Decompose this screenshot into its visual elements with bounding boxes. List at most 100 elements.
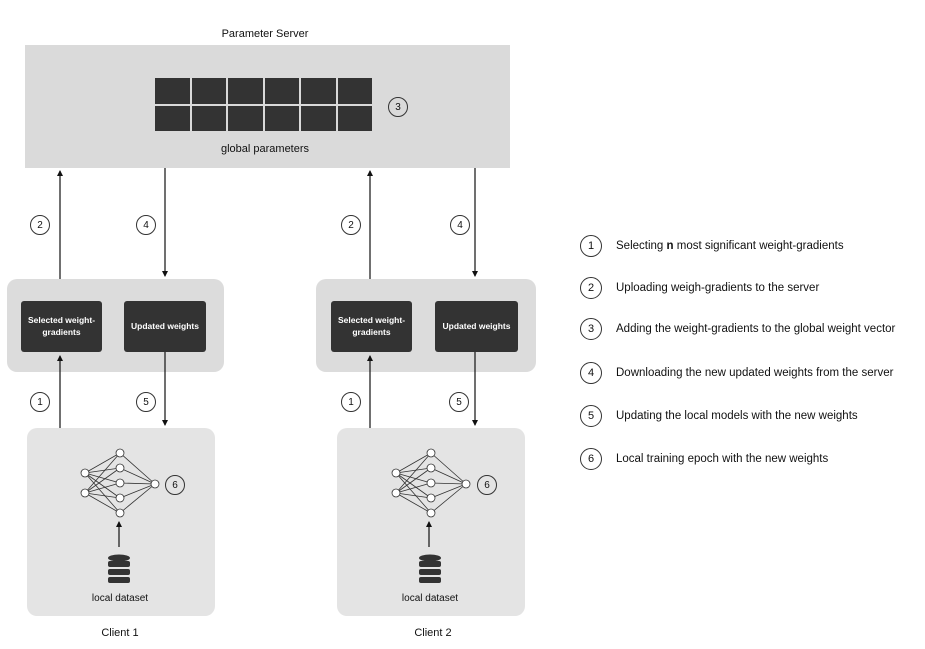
client-2-dataset-label: local dataset [401,593,459,604]
param-cell [155,78,190,104]
client-2-update-step: 5 [449,392,469,412]
param-cell [228,78,263,104]
network-edge [84,472,121,514]
network-node [426,508,436,518]
client-2-train-step: 6 [477,475,497,495]
client-2-database-icon [419,554,441,583]
client-1-train-step: 6 [165,475,185,495]
param-cell [191,105,226,131]
param-cell [301,78,336,104]
network-edge [430,452,467,485]
client-1-download-step: 4 [136,215,156,235]
network-node [426,493,436,503]
client-2-upload-step: 2 [341,215,361,235]
client-1-select-step: 1 [30,392,50,412]
client-2-neural-network-icon [391,448,471,518]
network-node [115,448,125,458]
legend-item: 3 Adding the weight-gradients to the glob… [580,318,895,340]
network-edge [430,482,467,485]
client-1-database-icon [108,554,130,583]
legend-number: 2 [580,277,602,299]
param-cell [191,78,226,104]
legend-number: 6 [580,448,602,470]
client-1-selected-gradients: Selected weight-gradients [21,301,102,352]
server-caption: global parameters [220,143,310,155]
server-title: Parameter Server [221,28,309,40]
network-edge [84,452,121,494]
param-cell [264,105,299,131]
global-parameter-grid [155,78,372,131]
legend-text: Downloading the new updated weights from… [616,367,894,379]
param-cell [301,105,336,131]
legend-number: 4 [580,362,602,384]
network-node [80,468,90,478]
network-edge [119,467,156,485]
client-1-update-step: 5 [136,392,156,412]
network-node [461,479,471,489]
network-edge [430,483,467,499]
network-node [115,493,125,503]
client-2-select-step: 1 [341,392,361,412]
network-edge [395,492,432,499]
client-2-download-step: 4 [450,215,470,235]
client-1-name: Client 1 [101,627,139,639]
network-edge [84,467,121,474]
client-1-upload-step: 2 [30,215,50,235]
network-edge [119,452,156,485]
client-2-selected-gradients: Selected weight-gradients [331,301,412,352]
network-edge [395,452,432,474]
network-node [150,479,160,489]
client-2-name: Client 2 [414,627,452,639]
legend-item: 4 Downloading the new updated weights fro… [580,362,893,384]
network-edge [84,452,121,474]
network-edge [84,467,121,494]
client-2-updated-weights: Updated weights [435,301,518,352]
legend-number: 3 [580,318,602,340]
legend-number: 5 [580,405,602,427]
param-cell [228,105,263,131]
network-edge [430,483,467,514]
network-edge [395,472,432,484]
legend-text: Selecting n most significant weight-grad… [616,240,844,252]
legend-text: Local training epoch with the new weight… [616,453,829,465]
network-node [115,478,125,488]
network-edge [395,492,432,514]
network-edge [395,467,432,474]
legend-item: 6 Local training epoch with the new weigh… [580,448,828,470]
network-edge [119,483,156,499]
network-edge [119,483,156,514]
network-node [426,478,436,488]
network-edge [430,467,467,485]
legend-item: 5 Updating the local models with the new … [580,405,858,427]
network-node [426,448,436,458]
client-1-updated-weights: Updated weights [124,301,206,352]
network-node [115,508,125,518]
param-cell [337,105,372,131]
network-edge [84,492,121,499]
network-edge [395,467,432,494]
network-node [115,463,125,473]
network-edge [84,472,121,499]
network-node [391,488,401,498]
network-edge [395,482,432,494]
network-edge [395,472,432,499]
network-node [391,468,401,478]
client-1-dataset-label: local dataset [91,593,149,604]
network-edge [84,472,121,484]
network-edge [119,482,156,485]
network-edge [395,472,432,514]
network-edge [84,492,121,514]
legend-text: Updating the local models with the new w… [616,410,858,422]
legend-text: Adding the weight-gradients to the globa… [616,323,896,335]
param-cell [155,105,190,131]
network-node [80,488,90,498]
legend-item: 2 Uploading weigh-gradients to the server [580,277,819,299]
network-edge [395,452,432,494]
param-cell [264,78,299,104]
param-cell [337,78,372,104]
legend-text: Uploading weigh-gradients to the server [616,282,820,294]
network-edge [84,482,121,494]
client-1-neural-network-icon [80,448,160,518]
